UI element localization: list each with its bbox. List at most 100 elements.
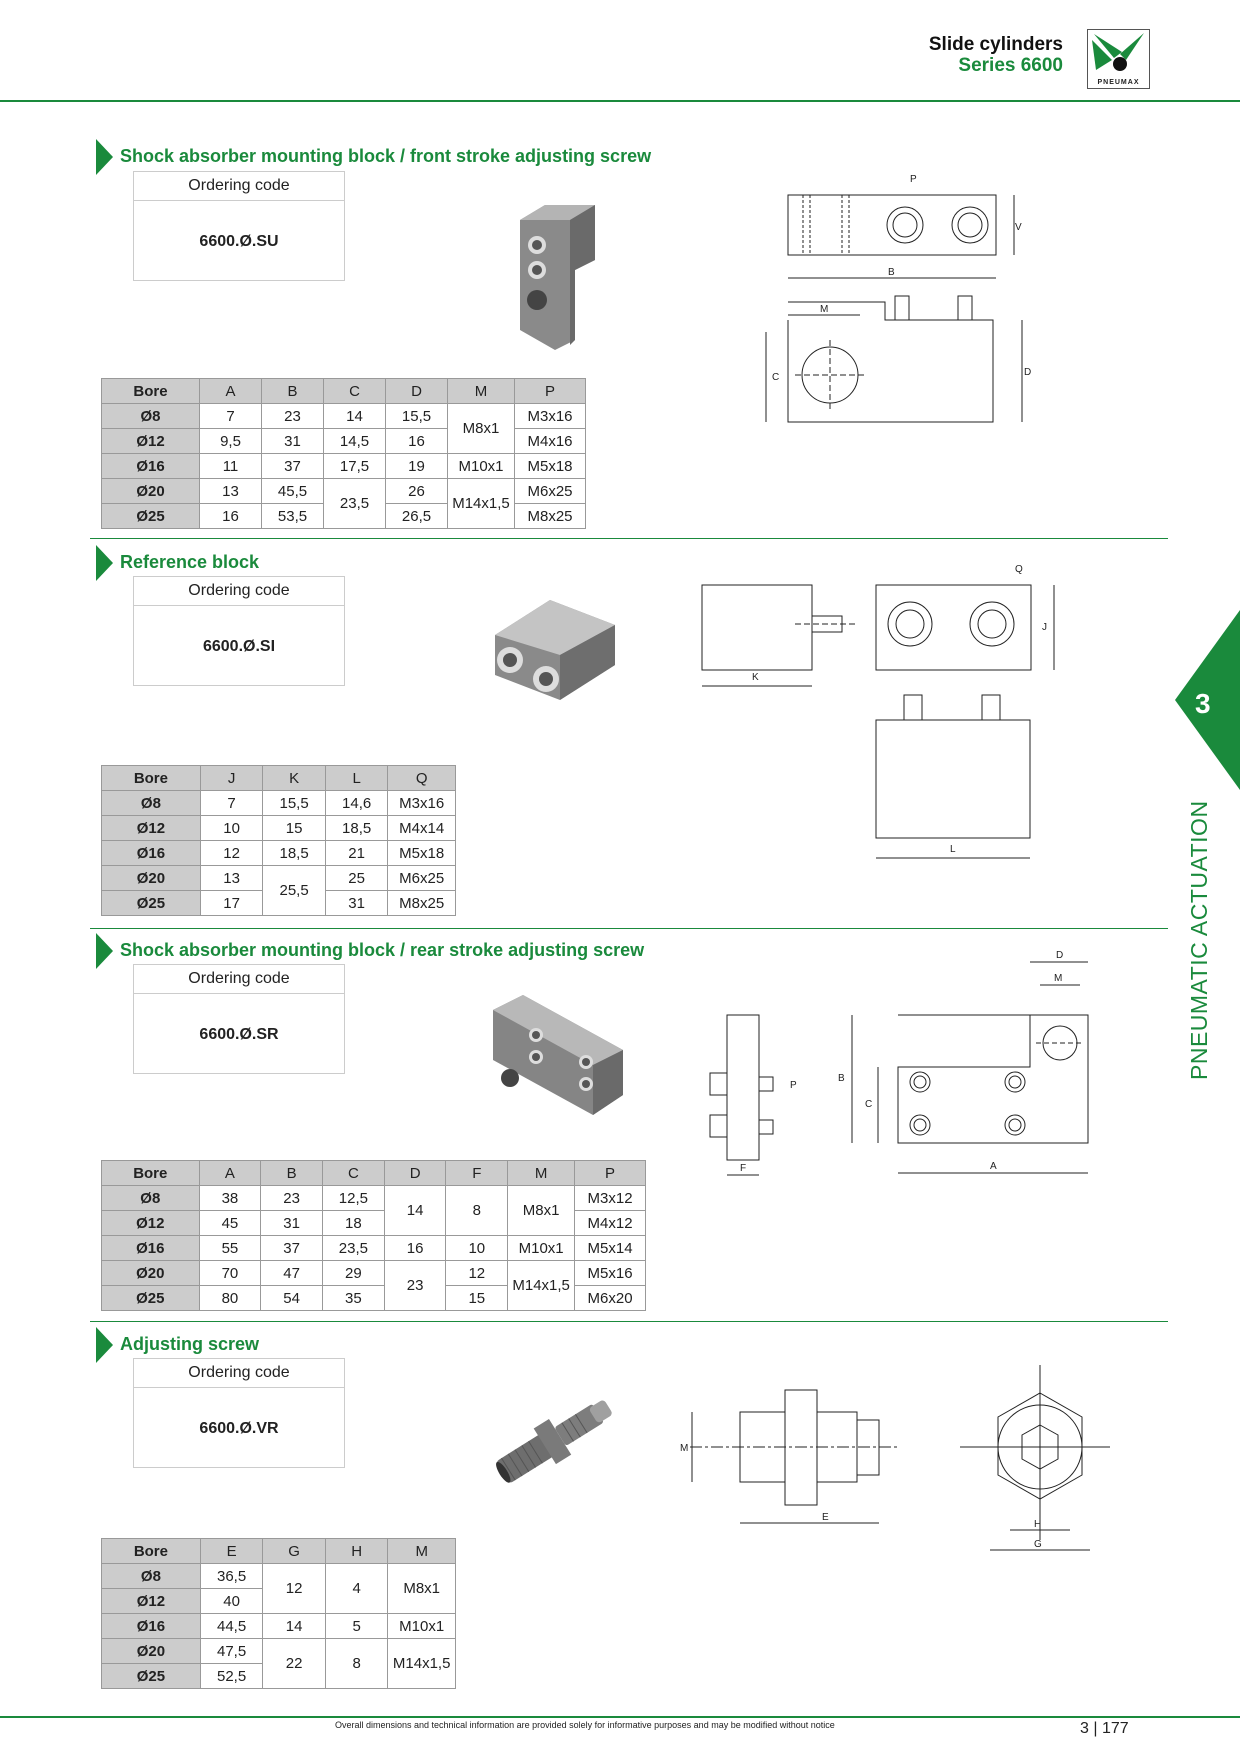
table-row: Ø25 80 54 35 15 M6x20: [101, 1285, 646, 1311]
table-header: F: [445, 1160, 509, 1186]
table-header: G: [262, 1538, 326, 1564]
table-header: C: [323, 378, 386, 404]
dim-label-b: B: [838, 1073, 845, 1084]
header-subtitle: Series 6600: [958, 55, 1063, 76]
technical-drawing-su: P V B M C D: [765, 174, 1031, 423]
section-arrow-icon: [96, 139, 113, 176]
section-divider: [90, 928, 1168, 929]
logo-mark-icon: [1092, 33, 1144, 71]
table-row: Ø20 13 45,5 23,5 26 M14x1,5 M6x25: [101, 478, 586, 529]
ordering-code-box: Ordering code 6600.Ø.SR: [133, 964, 345, 1074]
dim-label-g: G: [1034, 1539, 1042, 1550]
footer-disclaimer: Overall dimensions and technical informa…: [335, 1720, 835, 1730]
section-arrow-icon: [96, 1327, 113, 1364]
table-header: P: [514, 378, 586, 404]
table-row: Ø25 52,5: [101, 1663, 456, 1689]
table-row: Ø16 11 37 17,5 19 M10x1 M5x18: [101, 453, 586, 479]
table-header: Q: [387, 765, 456, 791]
section-title-rear-adjust: Shock absorber mounting block / rear str…: [96, 933, 644, 970]
table-header: E: [199, 1538, 264, 1564]
table-row: Ø12 40: [101, 1588, 456, 1614]
header-title: Slide cylinders: [928, 34, 1063, 55]
dim-label-e: E: [822, 1512, 829, 1523]
section-arrow-icon: [96, 545, 113, 582]
table-header: J: [199, 765, 264, 791]
product-image-vr: [496, 1400, 612, 1483]
table-header: C: [321, 1160, 385, 1186]
dimension-table-vr: Bore E G H M Ø8 36,5 12 4 M8x1 Ø12 40 Ø1…: [101, 1538, 456, 1689]
section-divider: [90, 1321, 1168, 1322]
section-title-front-adjust: Shock absorber mounting block / front st…: [96, 139, 651, 176]
dimension-table-si: Bore J K L Q Ø8 7 15,5 14,6 M3x16 Ø12 10…: [101, 765, 456, 916]
table-header: B: [261, 378, 324, 404]
table-header: K: [262, 765, 326, 791]
section-arrow-icon: [96, 933, 113, 970]
table-header: M: [387, 1538, 456, 1564]
header-title-block: Slide cylinders Series 6600: [929, 34, 1063, 76]
table-row: Ø25 17 31 M8x25: [101, 890, 456, 916]
product-image-sr: [493, 995, 623, 1115]
table-row: Ø16 55 37 23,5 16 10 M10x1 M5x14: [101, 1235, 646, 1261]
table-row: Ø20 13 25,5 25 M6x25: [101, 865, 456, 916]
dim-label-d: D: [1024, 367, 1031, 378]
table-row: Ø8 38 23 12,5 14 8 M8x1 M3x12: [101, 1185, 646, 1236]
dim-label-p: P: [910, 174, 917, 185]
technical-drawing-sr: D M P B C F A: [709, 950, 1089, 1176]
dim-label-f: F: [740, 1163, 746, 1174]
dim-label-j: J: [1042, 622, 1047, 633]
table-row: Ø12 9,5 31 14,5 16 M4x16: [101, 428, 586, 454]
table-row: Ø25 16 53,5 26,5 M8x25: [101, 503, 586, 529]
section-title-adjusting-screw: Adjusting screw: [96, 1327, 259, 1364]
section-divider: [90, 538, 1168, 539]
dim-label-m: M: [680, 1443, 688, 1454]
table-row: Ø8 36,5 12 4 M8x1: [101, 1563, 456, 1614]
dim-label-c: C: [772, 372, 779, 383]
table-header: Bore: [101, 1538, 201, 1564]
page-number: 3 | 177: [1080, 1720, 1129, 1737]
table-header: D: [385, 378, 448, 404]
dim-label-c: C: [865, 1099, 872, 1110]
table-header: L: [324, 765, 389, 791]
dimension-table-sr: Bore A B C D F M P Ø8 38 23 12,5 14 8 M8…: [101, 1160, 646, 1311]
table-header: Bore: [101, 1160, 200, 1186]
table-header: A: [198, 1160, 262, 1186]
table-header: M: [447, 378, 515, 404]
ordering-code: 6600.Ø.SU: [199, 233, 279, 250]
ordering-code-box: Ordering code 6600.Ø.SI: [133, 576, 345, 686]
technical-drawing-vr: M E H G: [680, 1365, 1110, 1551]
ordering-code-label: Ordering code: [134, 1359, 344, 1388]
table-header: A: [199, 378, 262, 404]
dim-label-v: V: [1015, 222, 1022, 233]
section-title-reference-block: Reference block: [96, 545, 259, 582]
pneumax-logo: PNEUMAX: [1087, 29, 1150, 89]
table-header: Bore: [101, 378, 200, 404]
table-row: Ø12 10 15 18,5 M4x14: [101, 815, 456, 841]
dim-label-b: B: [888, 267, 895, 278]
product-image-su: [520, 205, 595, 350]
dim-label-d: D: [1056, 950, 1063, 961]
dimension-table-su: Bore A B C D M P Ø8 7 23 14 15,5 M8x1 M3…: [101, 378, 586, 529]
table-header: M: [507, 1160, 576, 1186]
table-header: D: [383, 1160, 447, 1186]
table-header: P: [574, 1160, 646, 1186]
ordering-code-label: Ordering code: [134, 965, 344, 994]
table-row: Ø16 44,5 14 5 M10x1: [101, 1613, 456, 1639]
footer-divider: [0, 1716, 1240, 1718]
ordering-code-label: Ordering code: [134, 172, 344, 201]
ordering-code: 6600.Ø.VR: [199, 1420, 279, 1437]
chapter-tab: [1175, 610, 1240, 790]
dim-label-m: M: [820, 304, 828, 315]
dim-label-h: H: [1034, 1519, 1041, 1530]
table-row: Ø16 12 18,5 21 M5x18: [101, 840, 456, 866]
dim-label-p: P: [790, 1080, 797, 1091]
table-row: Ø8 7 15,5 14,6 M3x16: [101, 790, 456, 816]
table-header: B: [260, 1160, 323, 1186]
table-header: Bore: [101, 765, 201, 791]
ordering-code-box: Ordering code 6600.Ø.SU: [133, 171, 345, 281]
chapter-label: PNEUMATIC ACTUATION: [1186, 800, 1212, 1080]
dim-label-q: Q: [1015, 564, 1023, 575]
chapter-number: 3: [1195, 688, 1211, 719]
ordering-code: 6600.Ø.SI: [202, 638, 276, 655]
dim-label-k: K: [752, 672, 759, 683]
logo-text: PNEUMAX: [1097, 79, 1140, 86]
